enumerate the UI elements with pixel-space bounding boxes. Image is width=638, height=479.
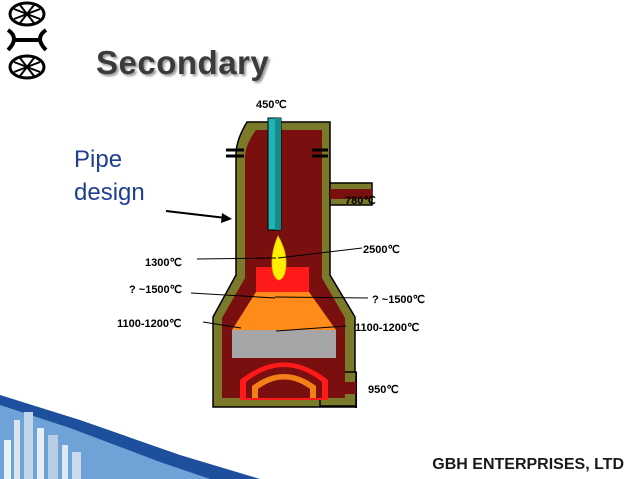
temp-left-bed-top: 1100-1200℃ bbox=[117, 318, 182, 330]
temp-left-mixing: ? ~1500℃ bbox=[129, 284, 183, 296]
slide-title: Secondary bbox=[96, 44, 270, 81]
pipe-label-line1: Pipe bbox=[74, 146, 123, 173]
flanges bbox=[226, 148, 328, 158]
temp-flame: 2500℃ bbox=[363, 244, 400, 256]
industrial-plant-image bbox=[0, 395, 260, 479]
pipe-label-line2: design bbox=[74, 179, 145, 206]
temp-bottom-outlet: 950℃ bbox=[368, 384, 399, 396]
catalyst-bed bbox=[232, 330, 336, 358]
combustion-zone bbox=[256, 267, 309, 292]
catalyst-support-dome bbox=[240, 362, 328, 400]
temp-right-bed-top: 1100-1200℃ bbox=[355, 322, 420, 334]
company-logo bbox=[6, 1, 48, 80]
leader-lines bbox=[190, 247, 369, 332]
brand-footer: GBH ENTERPRISES, LTD bbox=[432, 456, 624, 473]
temp-left-flame-zone: 1300℃ bbox=[145, 257, 182, 269]
temp-right-mixing: ? ~1500℃ bbox=[372, 294, 426, 306]
temp-top: 450℃ bbox=[256, 99, 287, 111]
mixing-zone bbox=[232, 292, 336, 330]
pipe-design-arrow bbox=[165, 210, 232, 223]
temp-upper-outlet: 780℃ bbox=[345, 195, 376, 207]
